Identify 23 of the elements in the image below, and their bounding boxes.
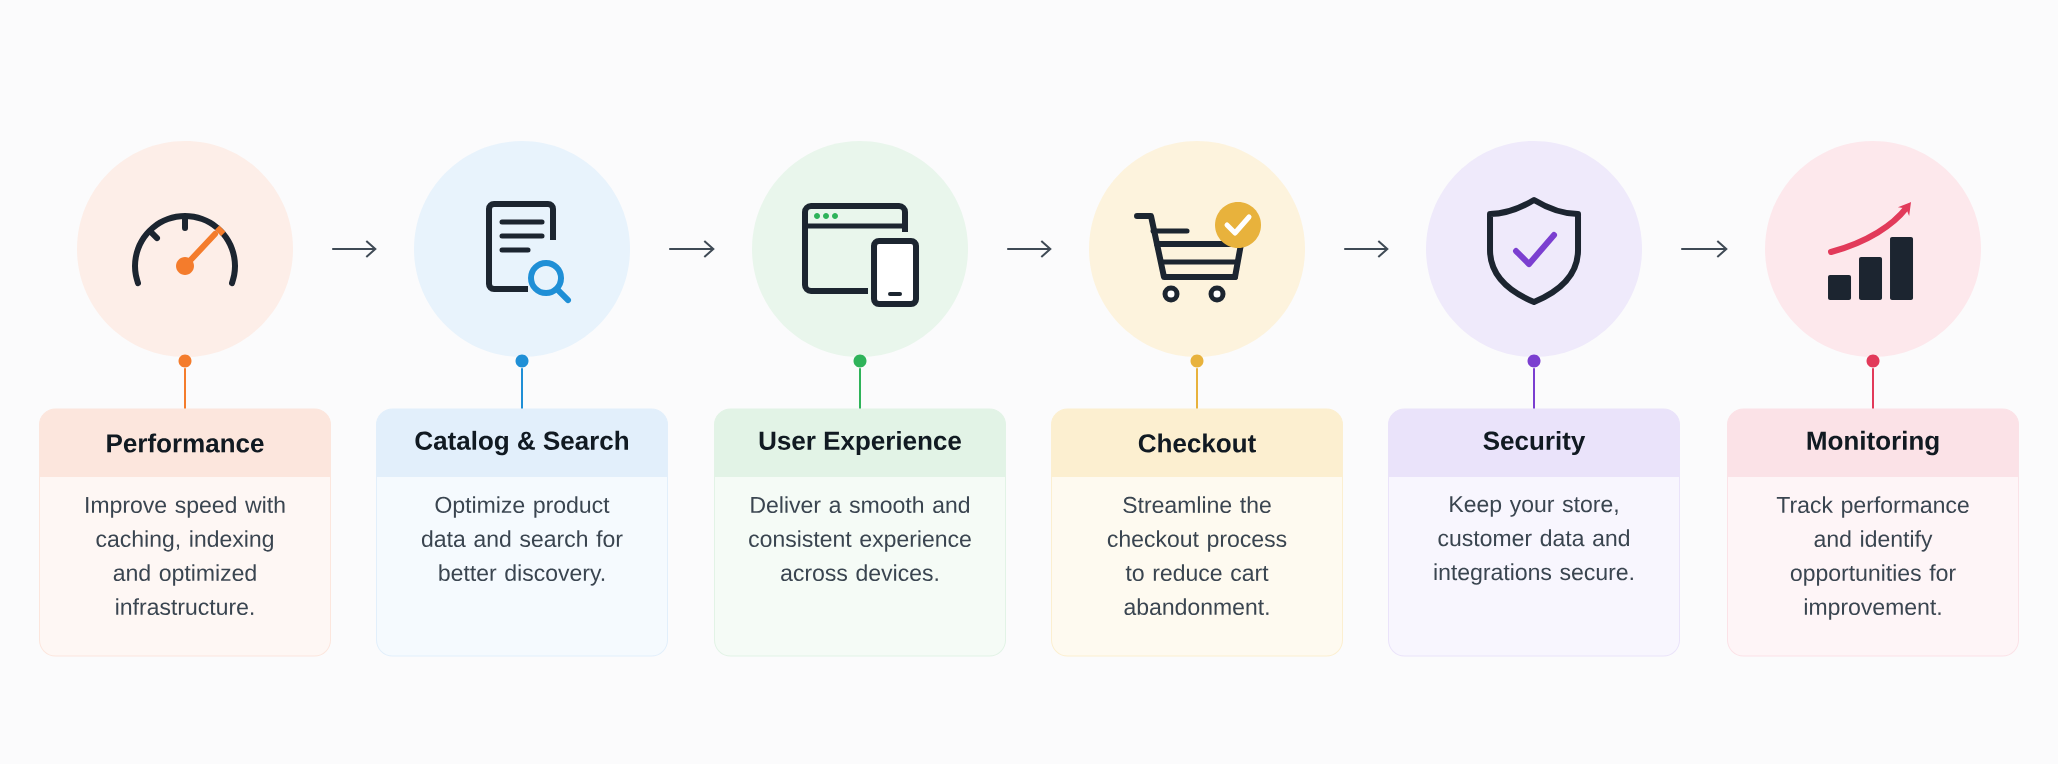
connector-line <box>1872 367 1874 410</box>
connector-line <box>1196 367 1198 410</box>
card-description: Track performance and identify opportunities for improvement. <box>1776 496 1969 620</box>
card-heading: Catalog & Search <box>415 430 628 456</box>
arrow <box>668 240 715 258</box>
arrow <box>1343 240 1389 258</box>
card-heading: Checkout <box>1138 433 1256 453</box>
connector-line <box>184 367 186 410</box>
connector-line <box>521 367 523 410</box>
card-description: Improve speed with caching, indexing and optimized infrastructure. <box>86 496 285 616</box>
connector-line <box>1533 367 1535 410</box>
card-description: Deliver a smooth and consistent experience across devices. <box>749 496 971 582</box>
arrow <box>1006 240 1052 258</box>
arrow <box>331 240 377 258</box>
arrow <box>1680 240 1728 258</box>
card-description: Streamline the checkout process to reduce cart abandonment. <box>1107 496 1287 616</box>
connector-line <box>859 367 861 410</box>
card-heading: Monitoring <box>1807 430 1939 456</box>
card-heading: User Experience <box>759 430 961 456</box>
card-heading: Performance <box>107 433 264 453</box>
card-description: Keep your store, customer data and integrations secure. <box>1434 496 1633 585</box>
card-heading: Security <box>1483 430 1586 456</box>
card-description: Optimize product data and search for better discovery. <box>422 496 623 586</box>
